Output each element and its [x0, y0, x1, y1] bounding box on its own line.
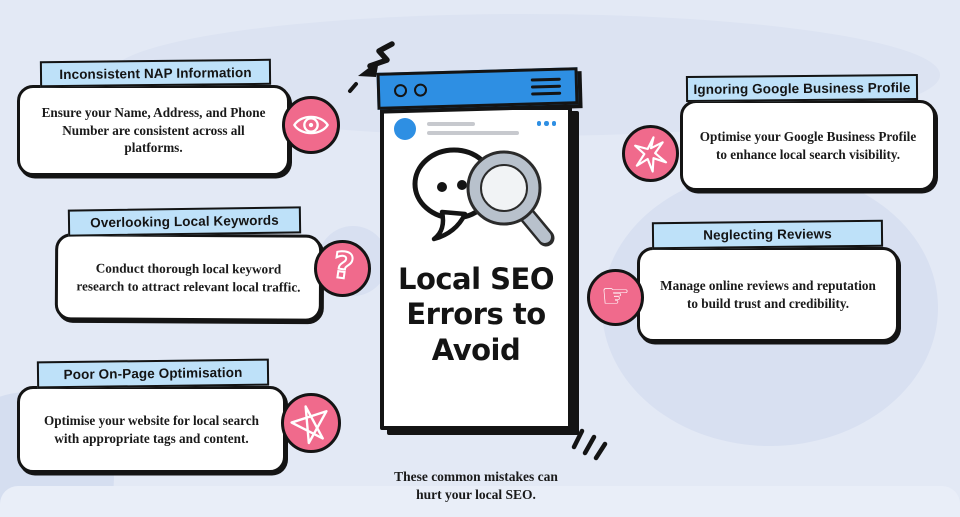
scribble-star-icon: [281, 393, 341, 453]
hamburger-menu-icon: [530, 77, 562, 96]
card-onpage-title: Poor On-Page Optimisation: [36, 358, 270, 389]
text-placeholder-line: [427, 122, 475, 126]
infographic-title: Local SEO Errors to Avoid: [397, 262, 555, 367]
pointing-hand-icon: ☞: [587, 269, 644, 326]
card-gbp-title: Ignoring Google Business Profile: [685, 73, 919, 103]
card-reviews-title: Neglecting Reviews: [651, 219, 884, 250]
card-gbp-body: Optimise your Google Business Profile to…: [680, 100, 936, 191]
card-keywords-title: Overlooking Local Keywords: [67, 206, 302, 237]
background-bottom-band: [0, 486, 960, 517]
ellipsis-icon: [536, 121, 556, 126]
card-nap-title: Inconsistent NAP Information: [39, 58, 272, 88]
browser-window: Local SEO Errors to Avoid: [380, 106, 572, 430]
eye-icon: [282, 96, 340, 154]
speech-bubble-magnifier-illustration: [412, 147, 555, 247]
window-circle-icon: [413, 83, 428, 97]
card-keywords-body: Conduct thorough local keyword research …: [54, 233, 323, 322]
scribble-arrow-icon: [348, 41, 395, 93]
browser-title-bar: [376, 67, 579, 110]
avatar-placeholder: [394, 118, 416, 140]
sparkle-icon: [622, 125, 679, 182]
question-mark-icon: ?: [314, 240, 371, 297]
svg-text:?: ?: [330, 247, 356, 288]
emphasis-dashes-icon: [571, 428, 608, 461]
card-nap-body: Ensure your Name, Address, and Phone Num…: [17, 85, 290, 176]
pointing-hand-glyph: ☞: [600, 276, 631, 315]
card-onpage-body: Optimise your website for local search w…: [17, 386, 286, 473]
card-reviews-body: Manage online reviews and reputation to …: [637, 247, 899, 342]
infographic-caption: These common mistakes can hurt your loca…: [394, 469, 558, 503]
text-placeholder-line: [427, 131, 519, 135]
